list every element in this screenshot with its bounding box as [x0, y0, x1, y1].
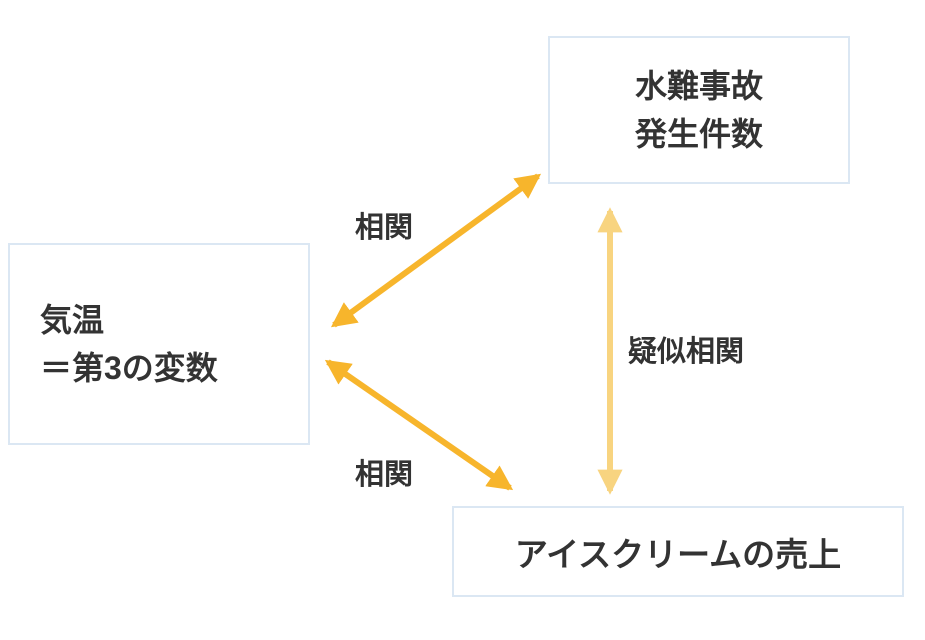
arrow-temperature-icecream: [324, 359, 514, 491]
node-water-accidents-line1: 水難事故: [634, 68, 763, 104]
edge-label-spurious-correlation: 疑似相関: [628, 336, 745, 368]
node-temperature-line1: 気温: [40, 302, 105, 338]
arrow-temperature-water: [330, 173, 542, 328]
node-temperature-line2: ＝第3の変数: [40, 350, 218, 386]
node-ice-cream-label: アイスクリームの売上: [514, 535, 842, 573]
node-ice-cream: アイスクリームの売上: [452, 506, 904, 597]
edge-label-correlation-top: 相関: [355, 212, 414, 244]
node-water-accidents: 水難事故 発生件数: [548, 36, 850, 184]
edge-label-correlation-bottom: 相関: [355, 459, 414, 491]
node-temperature: 気温 ＝第3の変数: [8, 243, 310, 445]
node-water-accidents-line2: 発生件数: [634, 116, 763, 152]
